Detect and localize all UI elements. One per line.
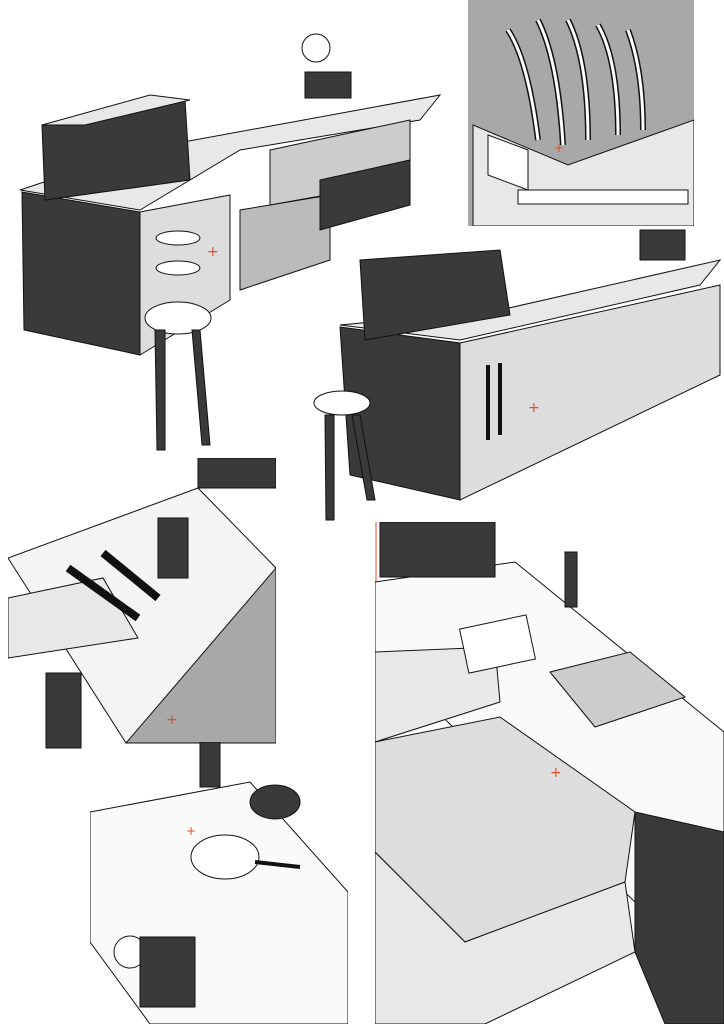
cabinet-side (634, 811, 724, 1024)
rice-cooker (304, 71, 352, 99)
island-closed-illustration: + (313, 229, 722, 521)
pan-handle (254, 860, 301, 869)
drawer-detail-panel: + (375, 522, 724, 1024)
countertop (90, 781, 348, 1024)
island-open-panel: + (0, 0, 460, 460)
microwave-top (41, 94, 191, 126)
bottle (564, 551, 578, 608)
drawer-handle (517, 189, 689, 205)
stool-leg (191, 329, 211, 446)
marker-cross: + (207, 244, 219, 260)
sink-detail-panel: + (8, 458, 276, 776)
frying-pan (190, 834, 260, 880)
stool-leg (351, 414, 376, 501)
dish-rack-panel: + (468, 0, 694, 226)
marker-cross: + (528, 400, 540, 416)
sink-detail-illustration: + (8, 458, 276, 749)
dish-plates-highlight (506, 19, 645, 146)
microwave (359, 249, 511, 341)
marker-cross: + (166, 712, 178, 728)
rice-cooker (639, 229, 686, 261)
island-open-illustration: + (19, 33, 442, 451)
stool-seat (144, 301, 212, 335)
bottle (199, 742, 221, 788)
rice-cooker-lid (301, 33, 331, 63)
cabinet-side (21, 191, 141, 356)
sink-mat (549, 651, 687, 728)
stool-leg (324, 414, 335, 521)
mixing-bowl (249, 784, 301, 820)
cooktop-panel: + (90, 742, 348, 1024)
soap-dispenser (45, 672, 82, 749)
bottle (157, 517, 189, 579)
cutting-board (458, 614, 537, 674)
stool-leg (154, 329, 166, 451)
marker-cross: + (554, 141, 564, 155)
stove-back (197, 458, 276, 489)
cabinet-front (459, 284, 721, 501)
cabinet-front (319, 159, 411, 231)
island-closed-panel: + (310, 225, 724, 525)
cooktop-illustration: + (90, 742, 348, 1024)
cabinet-side (339, 326, 461, 501)
microwave (379, 522, 496, 578)
dish-rack-illustration: + (472, 18, 694, 226)
bowl-stack (155, 260, 201, 276)
stool-seat (313, 390, 371, 416)
plate-stack (155, 230, 201, 246)
marker-cross: + (550, 765, 562, 781)
faucet (65, 549, 161, 622)
pot (139, 936, 196, 1008)
drawer-detail-illustration: + (375, 522, 724, 1024)
marker-cross: + (186, 824, 196, 838)
